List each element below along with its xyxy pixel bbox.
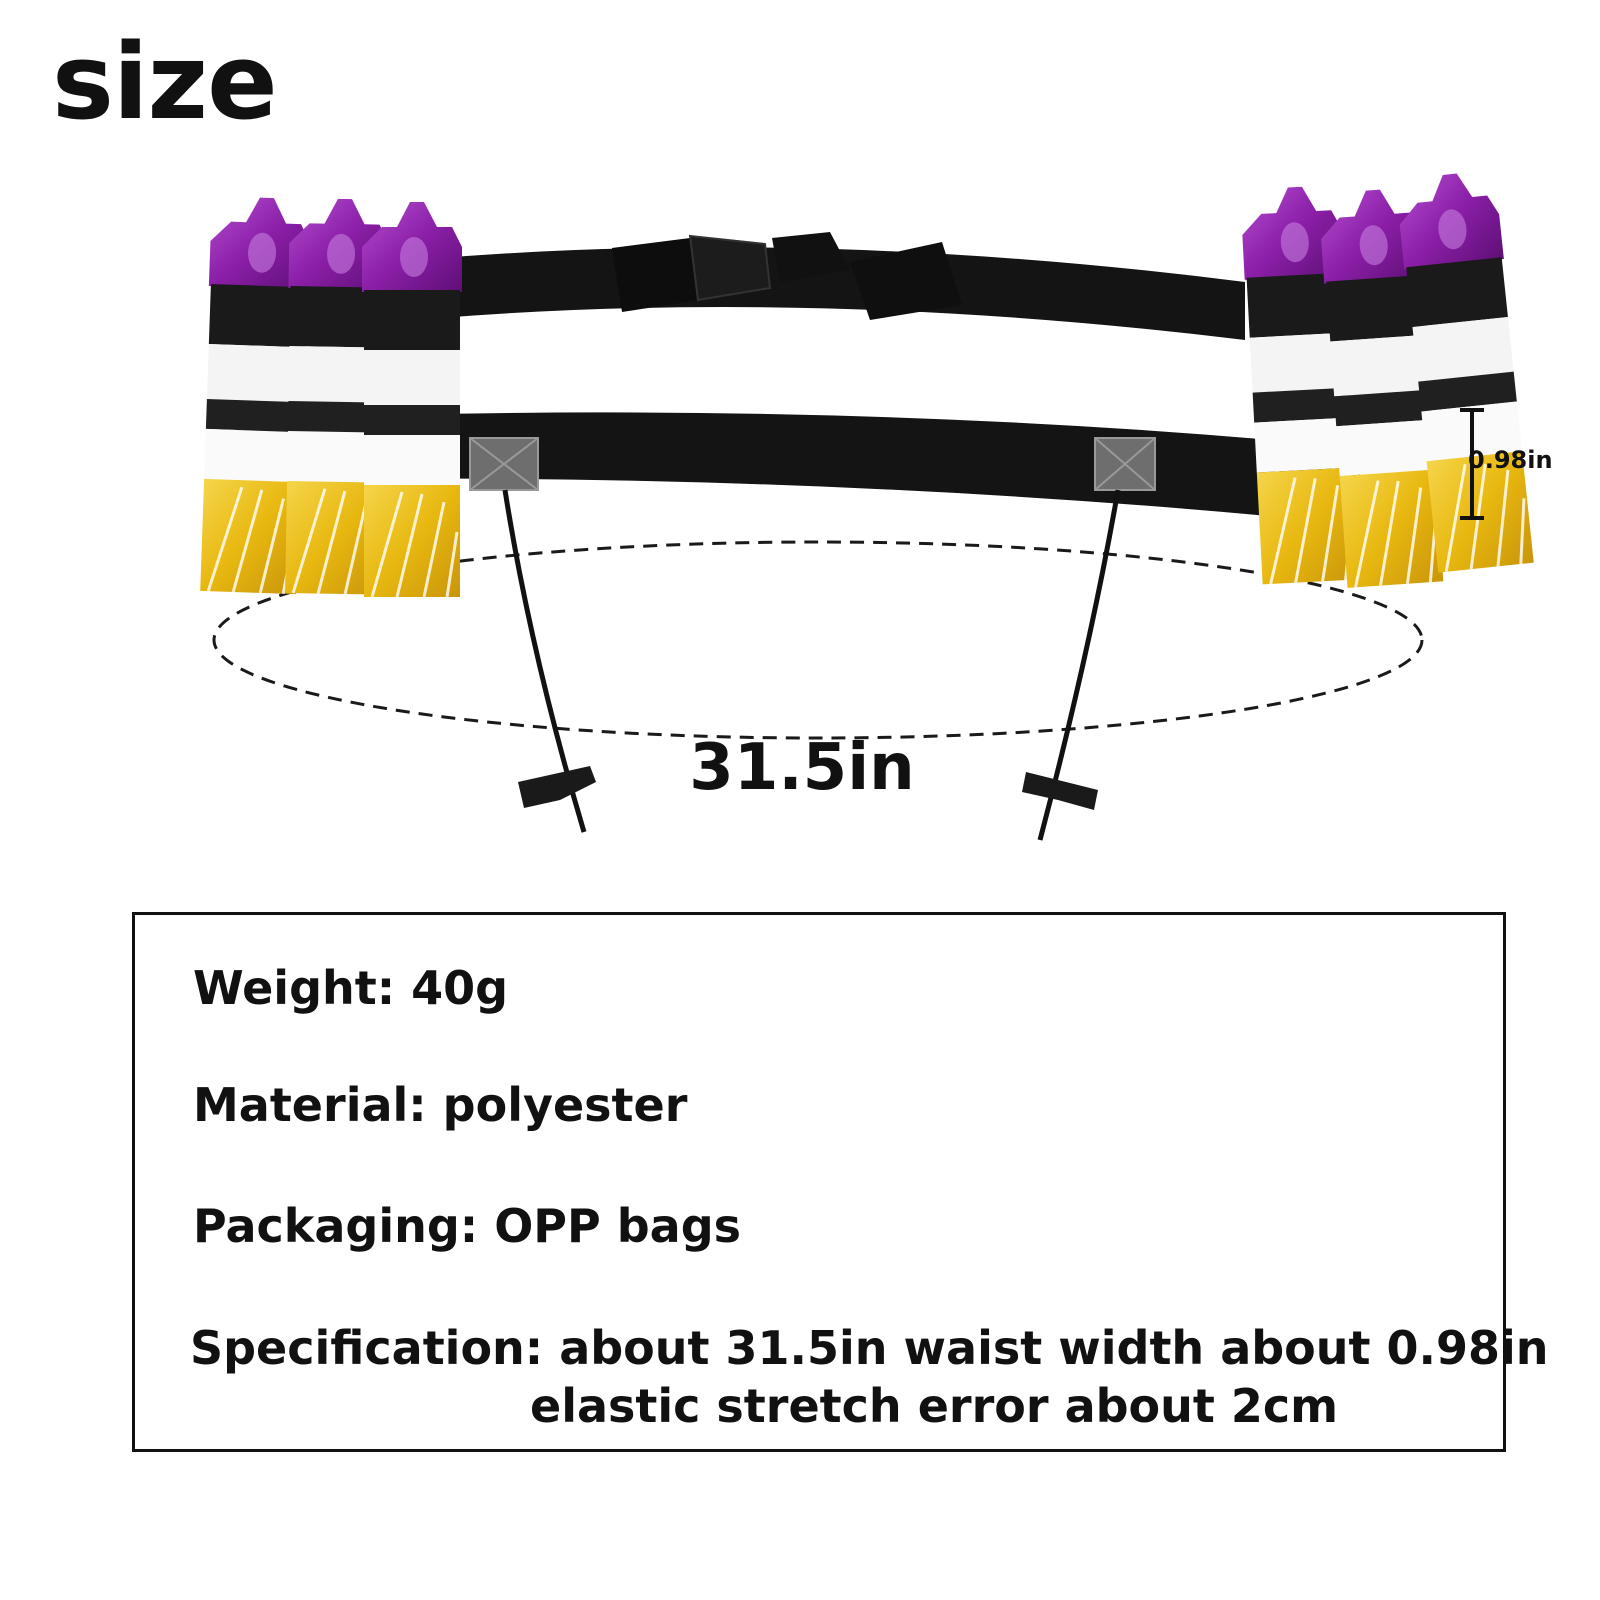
- waist-circumference-outline: [212, 540, 1424, 740]
- spec-specification: Specification: about 31.5in waist width …: [190, 1321, 1549, 1375]
- cord-toggle-left: [518, 766, 596, 808]
- belt-width-dimension-marker: [1460, 408, 1484, 520]
- spec-box: Weight: 40g Material: polyester Packagin…: [132, 912, 1549, 1452]
- cord-toggle-right: [1022, 772, 1098, 810]
- spec-specification-continued: elastic stretch error about 2cm: [530, 1379, 1339, 1433]
- buckle-icon: [612, 232, 962, 320]
- spec-material: Material: polyester: [193, 1078, 688, 1132]
- gel-pack-left: [360, 200, 464, 599]
- belt-width-label: 0.98in: [1468, 446, 1553, 474]
- race-belt-with-gel-holders-icon: [196, 168, 1538, 841]
- page-title: size: [52, 21, 278, 143]
- spec-weight: Weight: 40g: [193, 961, 509, 1015]
- waist-length-label: 31.5in: [689, 731, 915, 805]
- spec-packaging: Packaging: OPP bags: [193, 1199, 742, 1253]
